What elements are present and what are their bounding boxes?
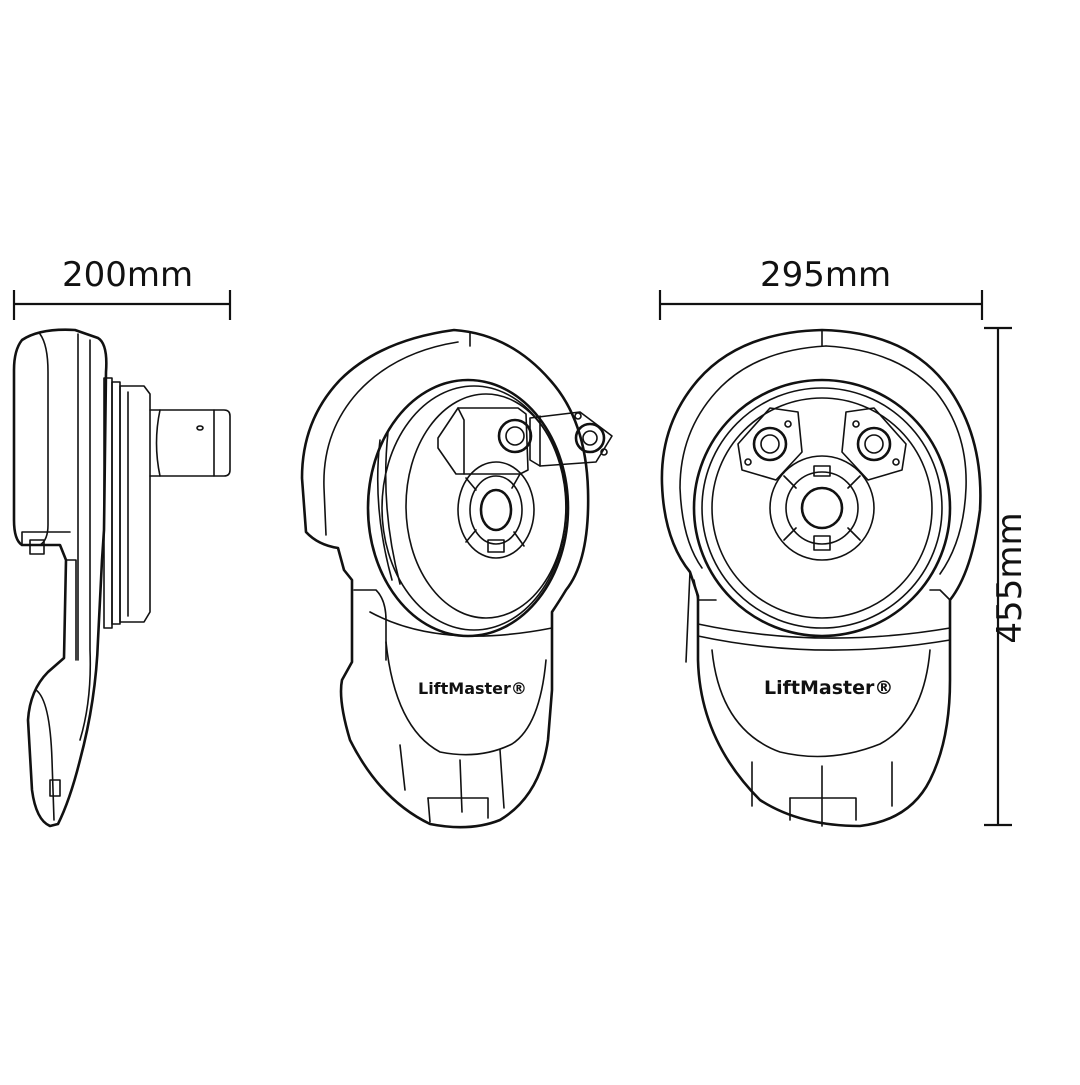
perspective-view: LiftMaster®	[300, 328, 613, 829]
side-view	[12, 328, 231, 828]
dimension-line-height	[984, 326, 1012, 827]
perspective-logo: LiftMaster®	[418, 679, 527, 698]
front-view: LiftMaster®	[660, 328, 982, 828]
front-logo: LiftMaster®	[764, 677, 893, 699]
dimension-line-front-width	[658, 290, 984, 320]
dimension-label-height: 455mm	[990, 512, 1030, 644]
dimension-label-side-width: 200mm	[62, 255, 194, 295]
dimension-line-side-width	[12, 290, 232, 320]
dimension-label-front-width: 295mm	[760, 255, 892, 295]
